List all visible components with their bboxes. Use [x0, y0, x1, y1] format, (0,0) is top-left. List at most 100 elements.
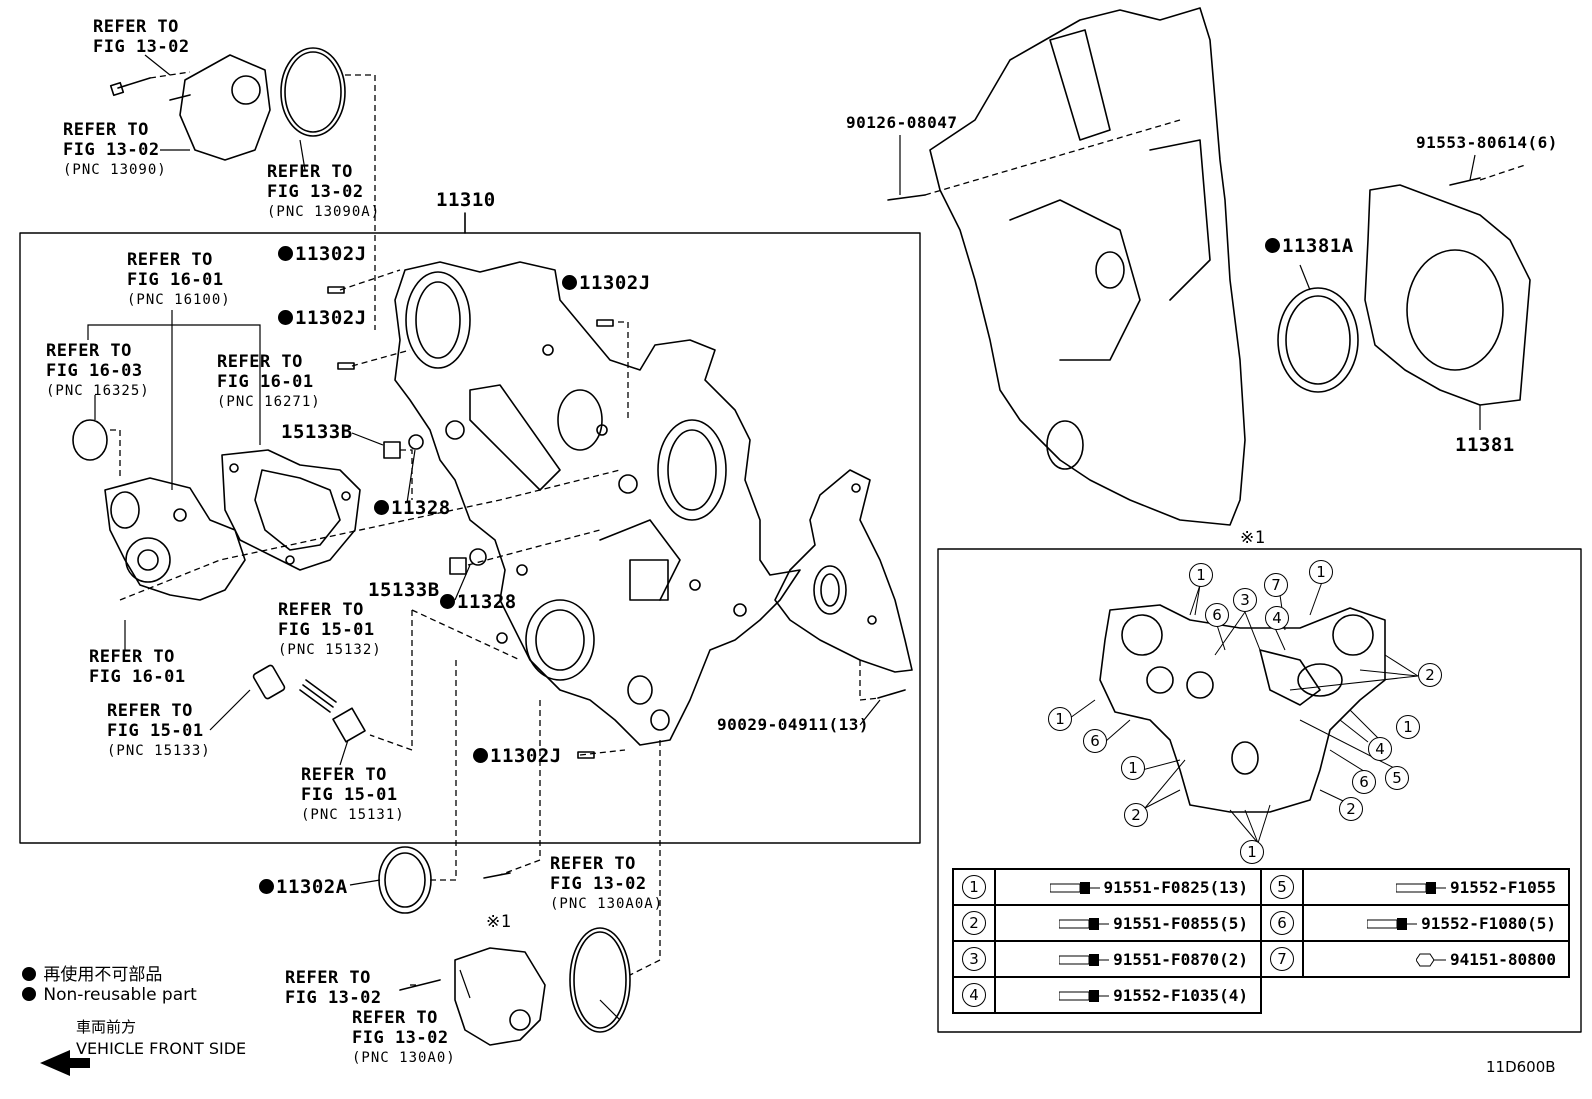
bolt-icon	[1058, 990, 1110, 1002]
part-11381a: 11381A	[1265, 236, 1354, 256]
part-90029-04911: 90029-04911(13)	[717, 715, 869, 734]
water-pump-drawing	[104, 477, 246, 601]
washer-11328-lower	[469, 548, 487, 566]
legend-nonreusable-jp: 再使用不可部品	[22, 960, 162, 985]
bolt-icon	[1366, 918, 1418, 930]
water-pump-gasket-drawing	[221, 449, 361, 571]
bolt-top-left	[109, 77, 151, 97]
bolt-number: 1	[962, 875, 986, 899]
detail-view-frame	[937, 548, 1582, 1033]
detail-number-2b: 2	[1124, 803, 1148, 827]
part-15133b-1: 15133B	[281, 421, 353, 443]
part-90126-08047: 90126-08047	[846, 113, 958, 132]
dowel-11302j-2	[337, 362, 355, 370]
engine-block-drawing	[929, 7, 1246, 526]
dashed-guide-lines	[110, 71, 1526, 986]
bolt-icon	[1049, 882, 1100, 894]
detail-number-1d: 1	[1048, 707, 1072, 731]
part-11310: 11310	[436, 189, 496, 211]
detail-number-1b: 1	[1309, 560, 1333, 584]
detail-number-2a: 2	[1418, 663, 1442, 687]
detail-number-1f: 1	[1240, 840, 1264, 864]
figure-code: 11D600B	[1486, 1058, 1556, 1076]
vacuum-pump-top-drawing	[169, 54, 271, 161]
part-11328-2: 11328	[440, 592, 517, 612]
bolt-icon	[1058, 954, 1110, 966]
dowel-11302j-4	[577, 751, 595, 759]
bolt-90029	[877, 689, 906, 699]
seal-retainer-11381	[1364, 184, 1531, 406]
bolt-icon	[1395, 882, 1447, 894]
detail-number-1a: 1	[1189, 563, 1213, 587]
leader-lines	[87, 54, 1481, 1021]
part-11302j-2: 11302J	[278, 308, 367, 328]
bolt-row: 3 91551-F0870(2) 7 94151-80800	[952, 940, 1570, 978]
bolt-part-number: 91552-F1080(5)	[1421, 913, 1556, 933]
part-91553-80614: 91553-80614(6)	[1416, 133, 1558, 152]
small-oring-16325	[72, 419, 108, 461]
oring-13090a	[280, 47, 346, 137]
bolt-number: 6	[1270, 911, 1294, 935]
bolt-number: 2	[962, 911, 986, 935]
bolt-number: 3	[962, 947, 986, 971]
bolt-91553	[1449, 177, 1481, 186]
detail-number-1c: 1	[1396, 715, 1420, 739]
label-star1-bolt: ※1	[486, 912, 512, 932]
detail-cover-outline	[1099, 604, 1386, 813]
right-cover-plate-drawing	[774, 469, 913, 673]
washer-11328-upper	[408, 434, 424, 450]
bolt-star1	[483, 872, 511, 879]
bolt-part-number: 91552-F1035(4)	[1113, 985, 1248, 1005]
bolt-number: 5	[1270, 875, 1294, 899]
part-11381: 11381	[1455, 434, 1515, 456]
timing-chain-cover-drawing	[394, 261, 801, 746]
part-15133b-2: 15133B	[368, 579, 440, 601]
oil-seal-11302a	[378, 846, 432, 914]
detail-number-6a: 6	[1205, 603, 1229, 627]
detail-number-3: 3	[1233, 588, 1257, 612]
dowel-11302j-1	[327, 286, 345, 294]
label-star1-detail: ※1	[1240, 528, 1266, 548]
vehicle-front-arrow	[40, 1050, 90, 1076]
part-11302j-3: 11302J	[562, 273, 651, 293]
detail-number-7: 7	[1264, 573, 1288, 597]
bolt-bottom-left	[399, 979, 441, 991]
dowel-11302j-3	[596, 319, 614, 327]
part-11302a: 11302A	[259, 877, 348, 897]
bolt-part-number: 91551-F0825(13)	[1103, 877, 1249, 897]
detail-number-6b: 6	[1083, 729, 1107, 753]
part-11302j-1: 11302J	[278, 244, 367, 264]
plug-15133b-lower	[449, 557, 467, 575]
detail-number-4a: 4	[1265, 606, 1289, 630]
vacuum-pump-bottom-drawing	[454, 947, 546, 1046]
detail-number-6c: 6	[1352, 770, 1376, 794]
detail-leader-lines	[1069, 581, 1419, 844]
bolt-part-number: 91551-F0870(2)	[1113, 949, 1248, 969]
legend-front-en: VEHICLE FRONT SIDE	[76, 1039, 247, 1058]
part-11302j-4: 11302J	[473, 746, 562, 766]
flange-nut-icon	[1415, 953, 1447, 967]
bolt-icon	[1058, 918, 1110, 930]
bolt-number: 7	[1270, 947, 1294, 971]
bolt-row: 2 91551-F0855(5) 6 91552-F1080(5)	[952, 904, 1570, 942]
detail-number-5: 5	[1385, 766, 1409, 790]
bolt-number: 4	[962, 983, 986, 1007]
plug-15133b-upper	[383, 441, 401, 459]
legend-nonreusable-en: Non-reusable part	[22, 985, 197, 1005]
detail-number-4b: 4	[1368, 737, 1392, 761]
timing-cover-group-frame	[19, 232, 921, 844]
bolt-part-number: 91551-F0855(5)	[1113, 913, 1248, 933]
stud-90126	[887, 194, 926, 201]
legend-front-jp: 車両前方	[76, 1018, 137, 1036]
